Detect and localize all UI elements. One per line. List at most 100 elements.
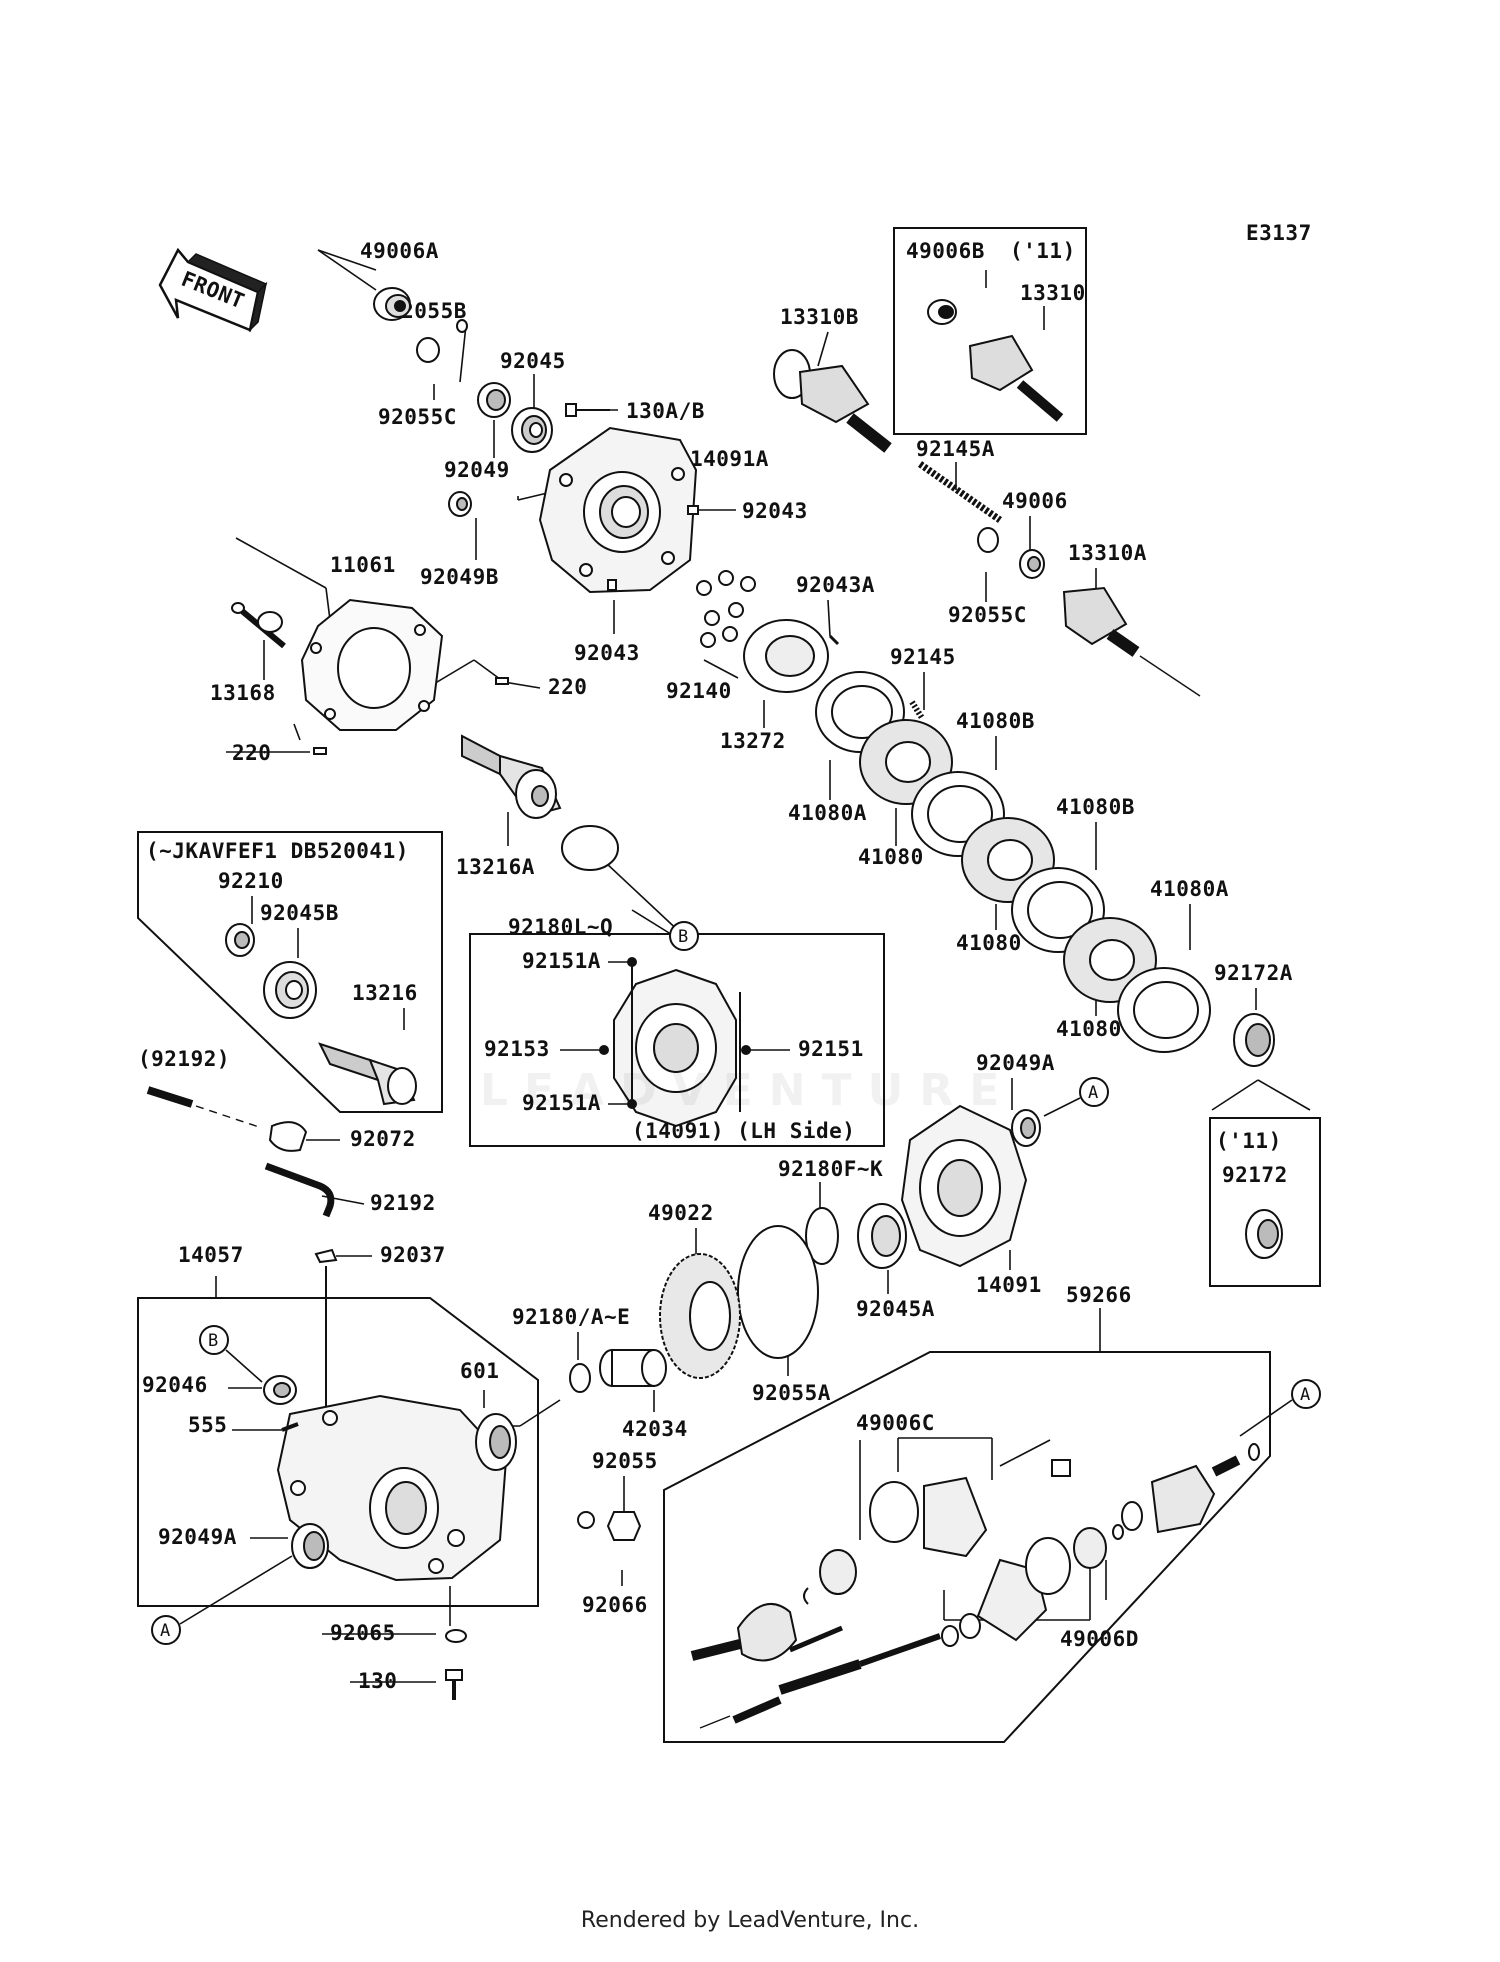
bearing-92045A-icon [858,1204,906,1268]
ring-gear-49022-icon [660,1254,740,1378]
cover-14091-lh-icon [600,958,750,1126]
dowel-92043-a-icon [688,506,698,514]
part-label-92043-b: 92043 [574,641,640,665]
part-label-92180AE: 92180/A~E [512,1305,630,1329]
part-label-92043A: 92043A [796,573,875,597]
drive-shaft-assembly-box [664,1352,1270,1742]
part-label-42034: 42034 [622,1417,688,1441]
callout-a-right: A [1044,1078,1108,1116]
spring-92145-icon [912,702,922,718]
part-label-13310: 13310 [1020,281,1086,305]
svg-text:A: A [1300,1385,1310,1405]
part-label-130: 130 [358,1669,397,1693]
part-label-92172A: 92172A [1214,961,1293,985]
part-label-92049: 92049 [444,458,510,482]
part-label-41080B-a: 41080B [956,709,1035,733]
part-label-92055A: 92055A [752,1381,831,1405]
bolt-130AB-icon [566,404,610,416]
callout-a-housing: A [152,1556,292,1644]
part-label-14091A: 14091A [690,447,769,471]
hose-92192-icon [266,1166,331,1216]
part-label-11061: 11061 [330,553,396,577]
part-label-92192: 92192 [370,1191,436,1215]
part-label-14057: 14057 [178,1243,244,1267]
part-label-41080-c: 41080 [1056,1017,1122,1041]
serial-box-title: (~JKAVFEF1 DB520041) [146,839,409,863]
callout-b-housing: B [200,1326,262,1382]
part-label-49006A: 49006A [360,239,439,263]
boot-kit-49006D-icon [942,1502,1142,1646]
part-label-92045B: 92045B [260,901,339,925]
clamp-92037-icon [316,1250,336,1262]
bearing-49006-icon [1020,550,1044,578]
part-label-92049A-b: 92049A [976,1051,1055,1075]
part-label-555: 555 [188,1413,227,1437]
seal-92172A-icon [1234,1014,1274,1066]
part-label-92172: 92172 [1222,1163,1288,1187]
part-label-92043-a: 92043 [742,499,808,523]
oring-92055B-icon [457,320,467,332]
seal-92049B-icon [449,492,471,516]
seal-92049A-b-icon [1012,1110,1040,1146]
oring-92055-icon [578,1512,594,1528]
part-label-92180LQ: 92180L~Q [508,915,613,939]
part-label-92072: 92072 [350,1127,416,1151]
svg-text:B: B [208,1331,218,1351]
shim-92180AE-icon [570,1364,590,1392]
part-label-92180FK: 92180F~K [778,1157,883,1181]
seal-92049-icon [478,383,510,417]
footer-credit: Rendered by LeadVenture, Inc. [580,1908,920,1933]
bearing-49006A-icon [374,288,410,320]
top-right-note: ('11) [1010,239,1076,263]
oring-92055C-b-icon [978,528,998,552]
svg-text:A: A [1088,1083,1098,1103]
shim-92180LQ-icon [562,826,618,870]
part-label-92145A: 92145A [916,437,995,461]
boot-kit-49006C-icon [804,1460,1070,1604]
part-label-92055C-b: 92055C [948,603,1027,627]
part-label-92140: 92140 [666,679,732,703]
pin-220-b-icon [314,748,326,754]
cover-14091-icon [902,1106,1026,1266]
right-note: ('11) [1216,1129,1282,1153]
part-label-92210: 92210 [218,869,284,893]
part-label-49006C: 49006C [856,1411,935,1435]
part-label-92055: 92055 [592,1449,658,1473]
part-label-92066: 92066 [582,1593,648,1617]
seal-92049A-a-icon [292,1524,328,1568]
tube-92192-paren-icon [148,1090,262,1128]
clutch-plate-41080A-b-icon [1118,968,1210,1052]
part-label-13168: 13168 [210,681,276,705]
part-label-13272: 13272 [720,729,786,753]
part-label-14091: 14091 [976,1273,1042,1297]
part-label-13216: 13216 [352,981,418,1005]
part-label-92192-paren: (92192) [138,1047,230,1071]
variant-box-2011-seal [1210,1118,1320,1286]
dowel-92043-b-icon [608,580,616,590]
part-label-49006B: 49006B [906,239,985,263]
joint-13310-icon [928,300,1060,418]
part-label-13216A: 13216A [456,855,535,879]
svg-text:A: A [160,1621,170,1641]
shaft-13168-icon [232,603,284,646]
cam-plate-13272-icon [744,620,828,692]
sleeve-42034-icon [600,1350,666,1386]
pinion-gear-13216A-icon [462,736,560,818]
front-arrow-icon: FRONT [160,250,266,330]
part-label-92153: 92153 [484,1037,550,1061]
callout-b-top: B [670,922,698,950]
part-label-41080A-a: 41080A [788,801,867,825]
part-label-49022: 49022 [648,1201,714,1225]
bearing-92046-icon [264,1376,296,1404]
drive-shaft-59266-icon [692,1604,940,1728]
spring-92145A-icon [920,464,1000,520]
watermark-text: LEADVENTURE [480,1065,1016,1116]
pin-220-a-icon [496,678,508,684]
part-label-92151: 92151 [798,1037,864,1061]
part-label-92055C-a: 92055C [378,405,457,429]
oring-92055C-icon [417,338,439,362]
variant-box-2011-joint [894,228,1086,434]
oring-92055A-icon [738,1226,818,1358]
part-label-92046: 92046 [142,1373,208,1397]
part-label-92145: 92145 [890,645,956,669]
